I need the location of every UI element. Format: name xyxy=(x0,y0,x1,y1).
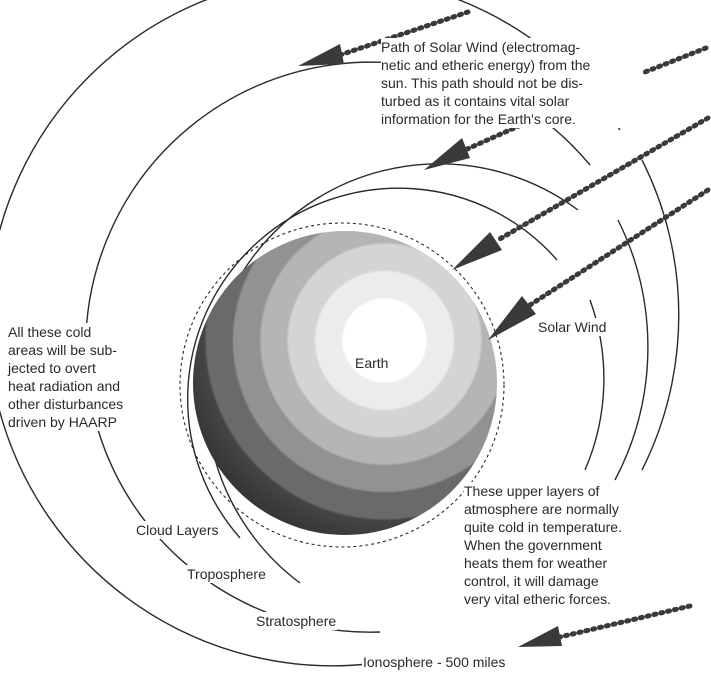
solar-wind-path-note: Path of Solar Wind (electromag- netic an… xyxy=(381,38,643,128)
cloud-layers-label: Cloud Layers xyxy=(135,521,220,539)
ionosphere-arc xyxy=(0,0,621,667)
atmosphere-dashed-boundary xyxy=(179,222,505,548)
solar-wind-arrow-5 xyxy=(518,603,693,647)
solar-wind-label: Solar Wind xyxy=(537,318,608,336)
earth-sphere xyxy=(193,231,497,535)
upper-layers-note: These upper layers of atmosphere are nor… xyxy=(464,482,672,608)
cloud-layers-arc xyxy=(187,187,558,539)
solar-wind-arrow-3 xyxy=(452,115,711,270)
troposphere-arc xyxy=(205,163,579,584)
stratosphere-label: Stratosphere xyxy=(255,612,338,630)
troposphere-label: Troposphere xyxy=(186,565,267,583)
earth-label: Earth xyxy=(355,355,389,371)
ionosphere-label: Ionosphere - 500 miles xyxy=(362,653,507,671)
ionosphere-arc-right xyxy=(641,159,680,471)
solar-wind-arrow-1 xyxy=(298,9,471,66)
stratosphere-arc-right xyxy=(614,219,649,481)
solar-wind-arrow-4 xyxy=(488,187,711,340)
cold-areas-note: All these cold areas will be sub- jected… xyxy=(8,323,178,431)
